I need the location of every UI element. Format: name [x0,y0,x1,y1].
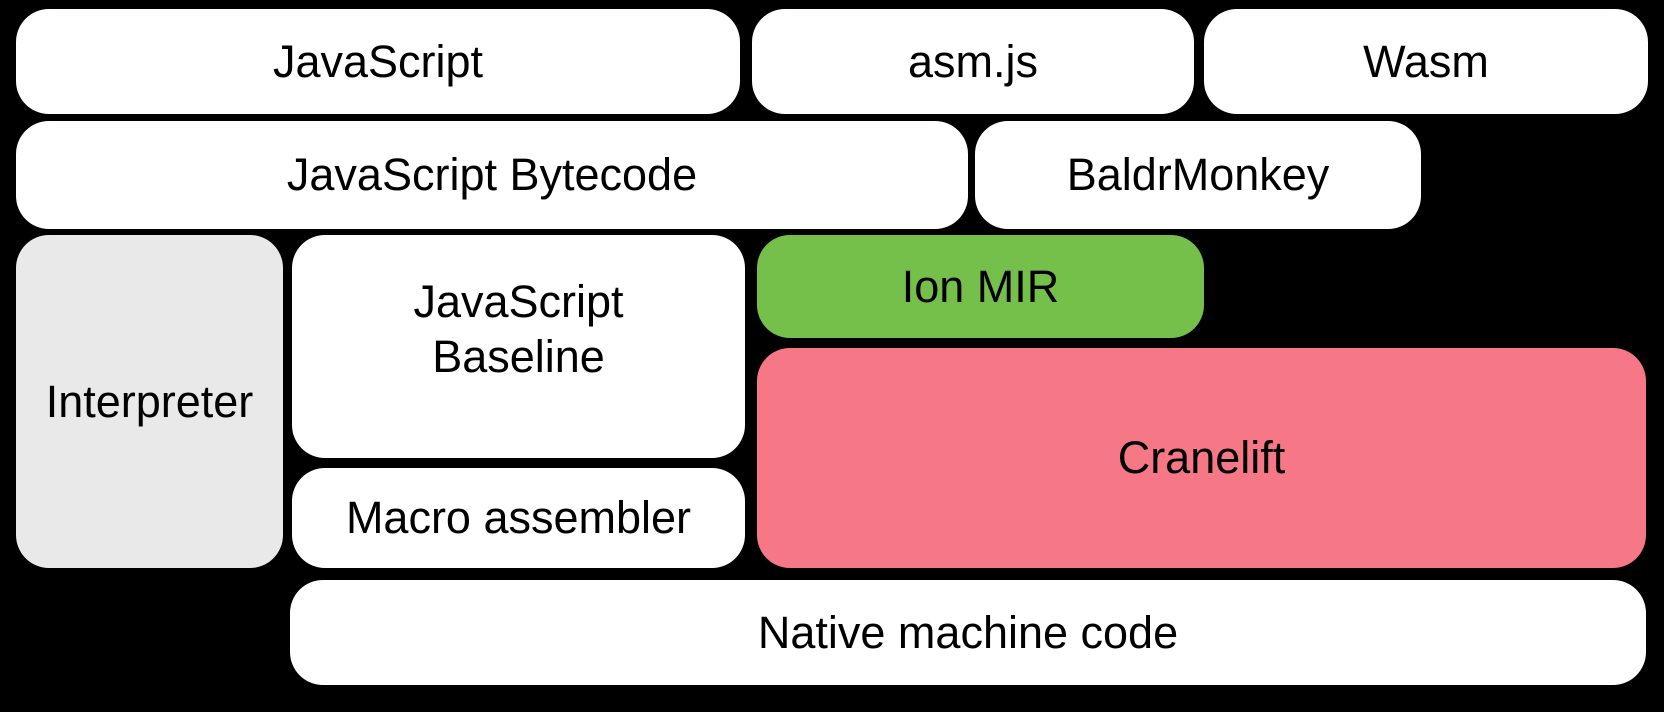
node-baldrmonkey: BaldrMonkey [975,121,1421,229]
node-wasm-label: Wasm [1363,35,1489,87]
node-cranelift: Cranelift [757,348,1646,568]
node-ion-mir: Ion MIR [757,235,1204,338]
node-ion-mir-label: Ion MIR [901,260,1060,312]
node-native-machine-code: Native machine code [290,580,1646,685]
node-javascript: JavaScript [16,9,740,114]
node-javascript-baseline: JavaScript Baseline [292,235,745,458]
node-interpreter-label: Interpreter [45,375,254,427]
node-baldrmonkey-label: BaldrMonkey [1066,149,1330,200]
node-javascript-bytecode-label: JavaScript Bytecode [286,149,698,200]
node-javascript-label: JavaScript [272,35,484,87]
node-interpreter: Interpreter [16,235,283,568]
node-cranelift-label: Cranelift [1117,432,1286,483]
node-javascript-bytecode: JavaScript Bytecode [16,121,968,229]
node-javascript-baseline-label-line2: Baseline [432,330,605,382]
node-macro-assembler: Macro assembler [292,468,745,568]
node-wasm: Wasm [1204,9,1648,114]
node-native-machine-code-label: Native machine code [757,606,1179,658]
node-javascript-baseline-label-line1: JavaScript [413,275,624,327]
node-asmjs: asm.js [752,9,1194,114]
node-macro-assembler-label: Macro assembler [345,492,692,543]
node-asmjs-label: asm.js [907,35,1038,87]
